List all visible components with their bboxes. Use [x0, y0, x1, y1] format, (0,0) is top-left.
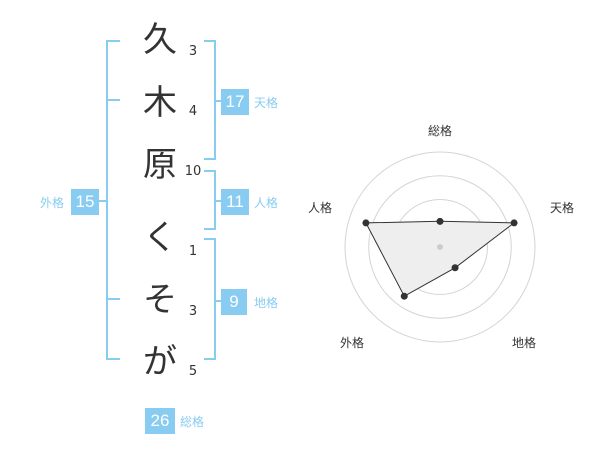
- radar-point: [400, 292, 408, 300]
- radar-chart: 総格 天格 地格 外格 人格: [308, 123, 574, 350]
- radar-axis-label-2: 天格: [550, 200, 574, 215]
- name-char-3: 原: [143, 145, 177, 185]
- name-char-2: 木: [143, 83, 177, 123]
- radar-point: [451, 264, 459, 272]
- radar-ring: [344, 151, 536, 343]
- name-char-5: そ: [143, 280, 177, 320]
- radar-point: [436, 217, 444, 225]
- tenkaku-value: 17: [221, 89, 249, 115]
- radar-point: [510, 219, 518, 227]
- radar-axis-label-3: 地格: [512, 335, 536, 350]
- radar-axis-label-5: 人格: [308, 200, 332, 215]
- stroke-count-3: 10: [184, 164, 202, 179]
- jinkaku-label: 人格: [254, 196, 279, 210]
- radar-axis-label-4: 外格: [340, 335, 364, 350]
- chikaku-label: 地格: [254, 296, 279, 310]
- gaikaku-label: 外格: [40, 196, 65, 210]
- stroke-count-4: 1: [188, 244, 198, 259]
- jinkaku-value: 11: [221, 189, 249, 215]
- tenkaku-label: 天格: [254, 96, 279, 110]
- stroke-count-1: 3: [188, 44, 198, 59]
- stroke-count-2: 4: [188, 104, 198, 119]
- radar-point: [362, 219, 370, 227]
- radar-center-dot: [437, 244, 443, 250]
- soukaku-value: 26: [145, 408, 175, 434]
- chikaku-value: 9: [221, 289, 247, 315]
- stroke-count-5: 3: [188, 304, 198, 319]
- radar-ring: [368, 175, 512, 319]
- name-char-4: く: [143, 218, 177, 258]
- soukaku-label: 総格: [180, 415, 205, 429]
- stroke-count-6: 5: [188, 364, 198, 379]
- gaikaku-value: 15: [71, 189, 99, 215]
- radar-polygon: [365, 220, 516, 297]
- radar-axis-label-1: 総格: [428, 123, 452, 138]
- name-char-1: 久: [143, 20, 177, 60]
- name-char-6: が: [143, 342, 177, 382]
